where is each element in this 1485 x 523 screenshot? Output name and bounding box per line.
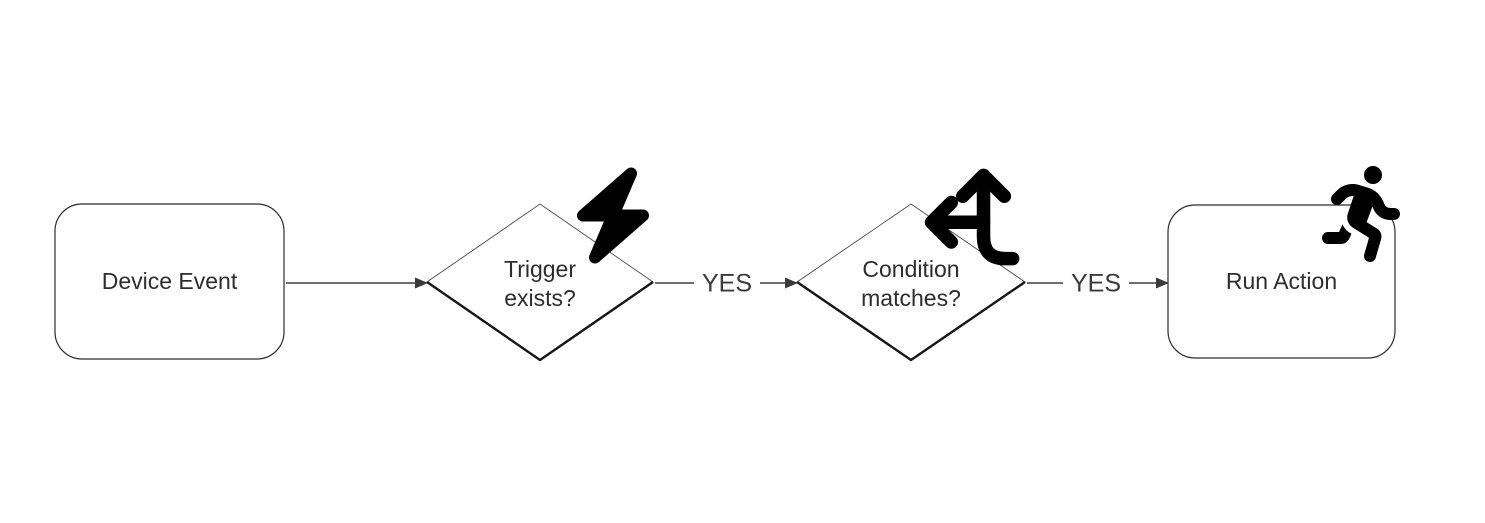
- node-condition-matches-label-line2: matches?: [861, 285, 961, 311]
- split-up-arrowhead: [955, 168, 1012, 203]
- node-trigger-exists-label-line2: exists?: [504, 285, 576, 311]
- node-device-event-shape: [54, 203, 285, 360]
- node-condition-matches-shadow-edge: [796, 281, 1026, 362]
- split-stem: [976, 171, 1020, 266]
- person-running-icon: [1322, 166, 1400, 262]
- split-left-arrowhead: [924, 195, 959, 249]
- edge-label-yes-1: YES: [693, 269, 761, 299]
- node-condition-matches-label: Condition matches?: [811, 255, 1011, 313]
- node-trigger-exists-label: Trigger exists?: [440, 255, 640, 313]
- arrowhead-icon: [785, 277, 798, 289]
- node-condition-matches-label-line1: Condition: [862, 256, 960, 282]
- node-trigger-exists-shadow-edge: [426, 281, 654, 362]
- edge-label-yes-2: YES: [1062, 269, 1130, 299]
- lightning-bolt-icon: [576, 167, 650, 264]
- arrows-split-up-left-icon: [924, 168, 1020, 266]
- arrowhead-icon: [415, 277, 428, 289]
- node-trigger-exists-label-line1: Trigger: [504, 256, 576, 282]
- arrowhead-icon: [1156, 277, 1169, 289]
